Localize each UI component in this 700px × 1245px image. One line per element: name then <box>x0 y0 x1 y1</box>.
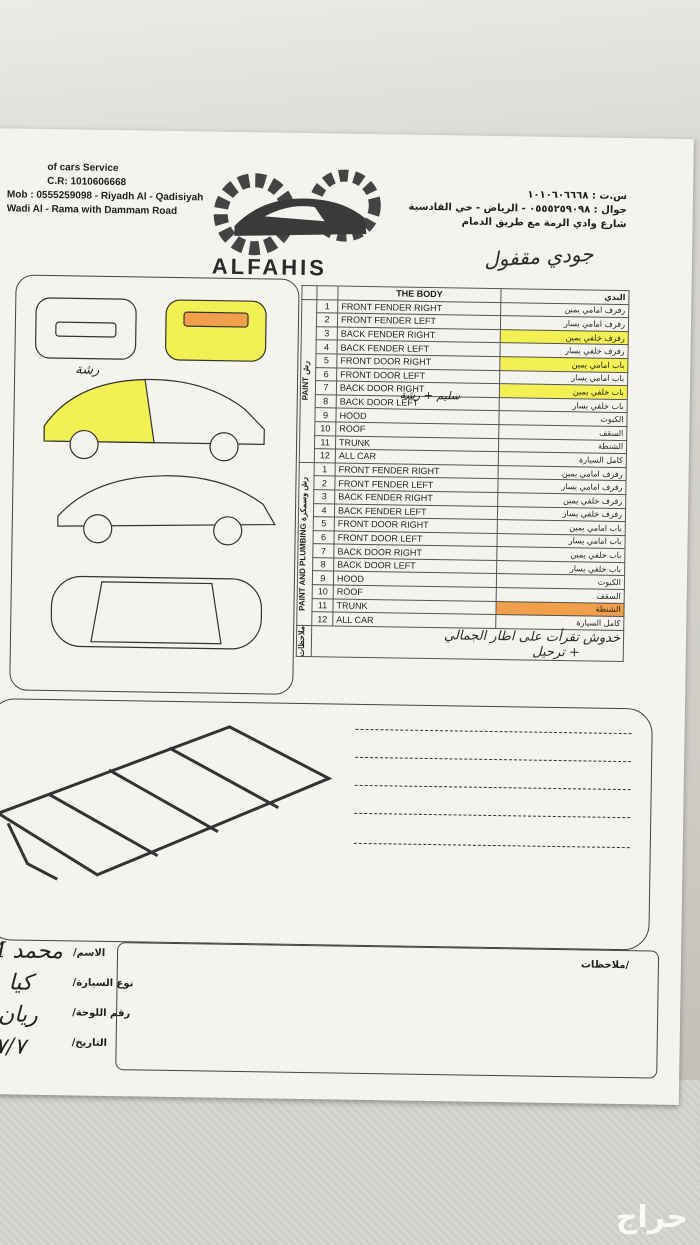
row-number: 6 <box>313 530 335 545</box>
row-number: 11 <box>314 435 336 450</box>
row-number: 4 <box>313 503 335 518</box>
address-line-ar: شارع وادي الرمة مع طريق الدمام <box>461 216 627 231</box>
dash-line <box>354 812 631 819</box>
date-value: ٧/٧/٧ <box>0 1033 27 1060</box>
paint-handnote: سليم + رشة <box>399 388 461 403</box>
row-number: 9 <box>314 408 337 422</box>
row-number: 3 <box>313 489 335 504</box>
car-handnote: رشة <box>75 362 100 378</box>
row-number: 5 <box>313 516 335 531</box>
company-info-ar: س.ت : ١٠١٠٦٠٦٦٦٨ جوال : ٠٥٥٥٢٥٩٠٩٨ - الر… <box>408 187 627 232</box>
row-number: 9 <box>312 571 334 586</box>
handwritten-name: جودي مقفول <box>483 241 595 272</box>
section-label-text: PAINT رش <box>300 360 311 401</box>
name-label: الاسم/ <box>72 947 106 959</box>
dash-line <box>355 728 632 735</box>
row-number: 8 <box>312 557 334 572</box>
row-number: 12 <box>314 448 336 463</box>
plate-value: ريان <box>0 1002 38 1028</box>
chassis-panel <box>0 698 653 951</box>
notes-label: ملاحظات/ <box>580 959 630 972</box>
row-number: 1 <box>314 462 336 477</box>
car-diagram-panel: رشة <box>9 274 300 695</box>
dash-line <box>355 756 632 763</box>
handwritten-notes: خدوش تقرأت على اطار الجمالي+ ترحيل <box>311 625 624 662</box>
row-number: 7 <box>312 543 335 558</box>
row-number: 10 <box>314 421 336 436</box>
name-value: M محمد <box>0 938 64 965</box>
haraj-watermark: حراج <box>615 1200 688 1235</box>
notes-side-label: ملاحظات <box>296 625 307 657</box>
company-info-en: of cars Service C.R: 1010606668 Mob : 05… <box>7 160 204 219</box>
row-number: 7 <box>315 380 337 395</box>
row-number: 8 <box>315 394 337 409</box>
dash-line <box>354 784 631 791</box>
row-number: 3 <box>316 326 338 341</box>
dash-line <box>353 842 630 849</box>
row-number: 1 <box>316 299 338 314</box>
notes-box <box>115 942 660 1079</box>
row-number: 2 <box>316 312 338 327</box>
car-diagrams-icon <box>35 297 276 650</box>
row-number: 4 <box>315 340 338 354</box>
row-number: 11 <box>311 598 334 613</box>
notes-row: ملاحظات خدوش تقرأت على اطار الجمالي+ ترحي… <box>296 625 624 662</box>
row-number: 12 <box>311 611 333 626</box>
chassis-frame-icon <box>0 725 333 881</box>
row-number: 2 <box>313 475 336 490</box>
car-type-value: كيا <box>8 970 33 996</box>
inspection-form: of cars Service C.R: 1010606668 Mob : 05… <box>0 128 694 1105</box>
row-number: 10 <box>312 584 334 599</box>
logo-gear-car-icon <box>213 169 381 256</box>
seat-background <box>0 1080 700 1245</box>
date-label: التاريخ/ <box>71 1037 108 1049</box>
row-number: 5 <box>315 353 337 368</box>
address-line: Wadi Al - Rama with Dammam Road <box>6 203 178 217</box>
row-number: 6 <box>315 367 337 382</box>
section-label-text: PAINT AND PLUMBING رش وسمكرة <box>297 476 309 611</box>
customer-info: الاسم/ نوع السيارة/ رقم اللوحة/ التاريخ/… <box>0 936 660 1082</box>
background-paper <box>0 0 700 140</box>
